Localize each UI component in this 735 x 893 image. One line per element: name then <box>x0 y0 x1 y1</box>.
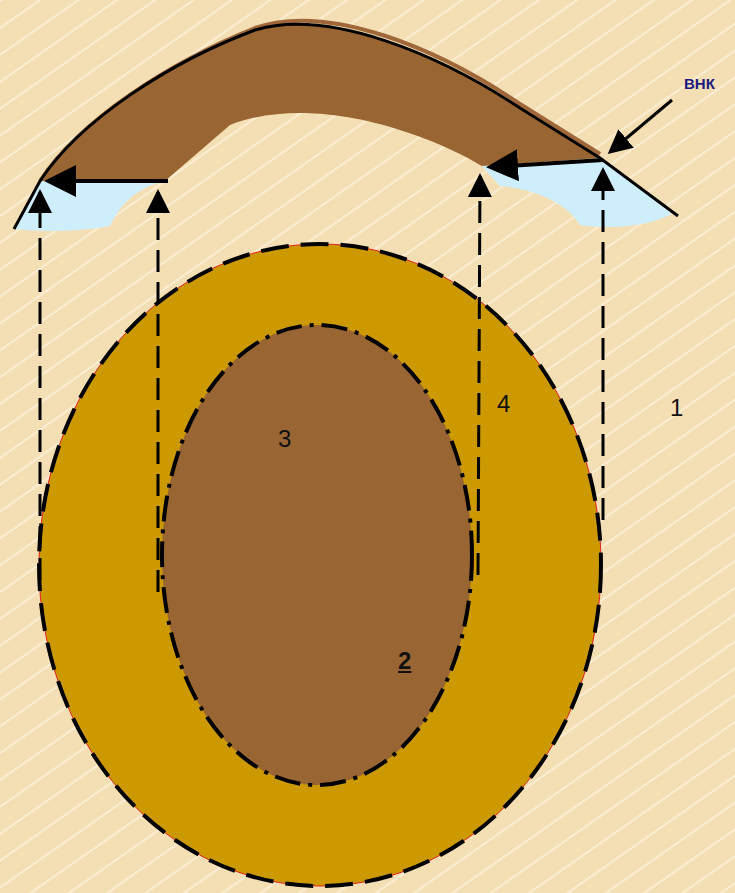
roof-line <box>14 24 678 229</box>
callout-number: 2 <box>398 649 411 673</box>
contour-arrow <box>490 160 603 167</box>
projection-line <box>157 192 160 592</box>
leader-line <box>610 100 672 152</box>
callout-number: 4 <box>497 392 510 416</box>
water-zone <box>482 158 672 227</box>
contour-arrow <box>48 179 168 183</box>
projection-line <box>602 170 605 520</box>
contour-shape <box>160 323 474 787</box>
projection-line <box>478 176 480 575</box>
oil-body <box>40 24 600 181</box>
callout-number: 3 <box>278 427 291 451</box>
projection-line <box>39 192 42 580</box>
outer-contour: 432 <box>37 242 603 888</box>
inner-contour: 32 <box>160 323 474 787</box>
water-zone <box>14 181 165 231</box>
contact-label: ВНК <box>684 76 715 91</box>
callout-number: 1 <box>670 396 683 420</box>
